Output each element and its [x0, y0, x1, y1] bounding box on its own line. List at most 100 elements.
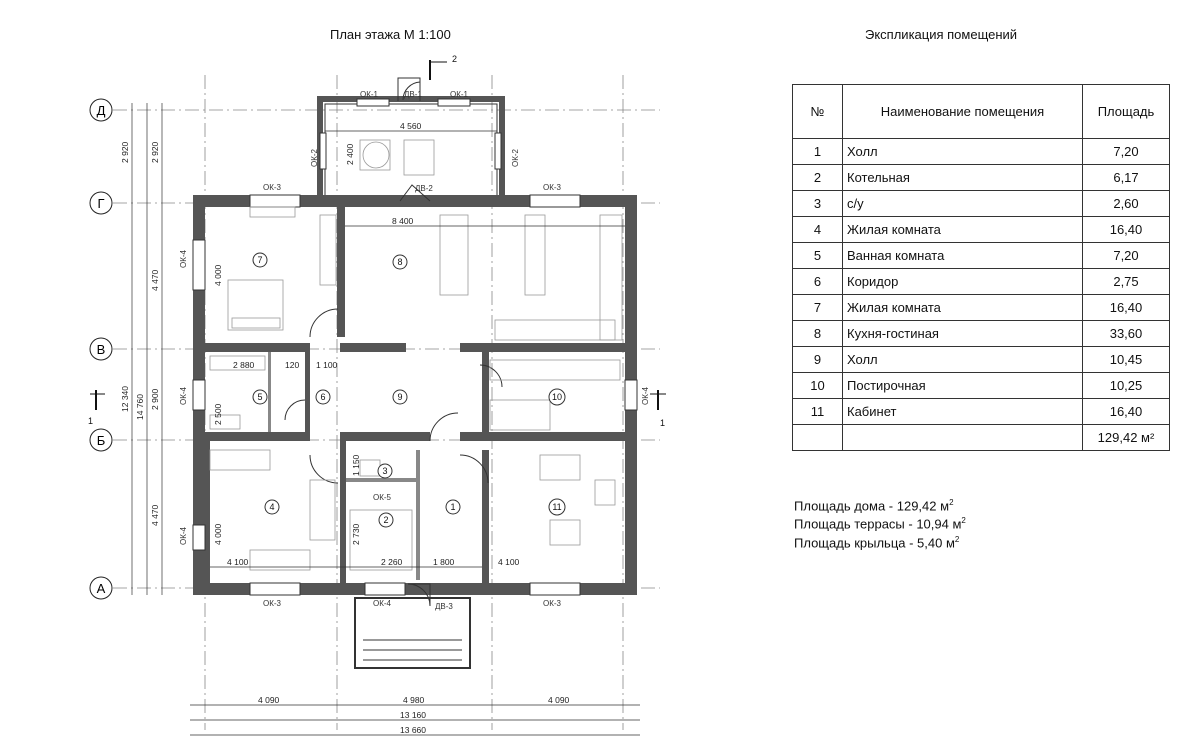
svg-text:1 150: 1 150 — [351, 454, 361, 476]
label-ok1-left: ОК-1 — [360, 90, 379, 99]
svg-text:4 090: 4 090 — [258, 695, 280, 705]
total-area: 129,42 м² — [1082, 424, 1170, 451]
svg-text:В: В — [97, 342, 106, 357]
svg-text:9: 9 — [397, 392, 402, 402]
label-ok4-right: ОК-4 — [641, 386, 650, 405]
svg-text:1 100: 1 100 — [316, 360, 338, 370]
svg-text:4 000: 4 000 — [213, 264, 223, 286]
label-dv2: ДВ-2 — [415, 184, 433, 193]
svg-text:13 160: 13 160 — [400, 710, 426, 720]
header-number: № — [792, 84, 843, 139]
header-room-name: Наименование помещения — [842, 84, 1083, 139]
axis-marker-b: Б — [89, 428, 113, 452]
room-label-1: 1 — [445, 499, 461, 515]
svg-text:4: 4 — [269, 502, 274, 512]
porch-area: Площадь крыльца - 5,40 м2 — [794, 534, 960, 550]
label-ok1-right: ОК-1 — [450, 90, 469, 99]
dimension-values: 4 090 4 980 4 090 13 160 13 660 2 920 2 … — [120, 141, 570, 735]
svg-text:2 900: 2 900 — [150, 388, 160, 410]
windows — [192, 98, 638, 596]
svg-text:14 760: 14 760 — [135, 394, 145, 420]
room-label-10: 10 — [548, 388, 566, 406]
label-ok2-left: ОК-2 — [310, 148, 319, 167]
label-ok3-top-left: ОК-3 — [263, 183, 282, 192]
svg-text:4 090: 4 090 — [548, 695, 570, 705]
plan-title: План этажа М 1:100 — [330, 27, 451, 42]
house-area: Площадь дома - 129,42 м2 — [794, 498, 954, 514]
area-summary: Площадь дома - 129,42 м2 Площадь террасы… — [794, 495, 966, 550]
svg-text:13 660: 13 660 — [400, 725, 426, 735]
room-label-3: 3 — [377, 463, 393, 479]
svg-text:12 340: 12 340 — [120, 386, 130, 412]
label-dv1: ДВ-1 — [404, 90, 422, 99]
svg-text:1: 1 — [450, 502, 455, 512]
svg-text:А: А — [97, 581, 106, 596]
svg-text:1 800: 1 800 — [433, 557, 455, 567]
svg-text:4 100: 4 100 — [227, 557, 249, 567]
svg-text:4 470: 4 470 — [150, 504, 160, 526]
room-label-6: 6 — [315, 389, 331, 405]
svg-text:4 000: 4 000 — [213, 523, 223, 545]
room-label-8: 8 — [392, 254, 408, 270]
svg-text:10: 10 — [552, 392, 562, 402]
dimension-chains — [131, 103, 640, 736]
label-ok4-bottom: ОК-4 — [373, 599, 392, 608]
label-ok4-left-2: ОК-4 — [179, 386, 188, 405]
room-label-7: 7 — [252, 252, 268, 268]
axis-markers: Д Г В Б А — [89, 98, 113, 600]
room-label-11: 11 — [548, 498, 566, 516]
room-label-5: 5 — [252, 389, 268, 405]
svg-text:3: 3 — [382, 466, 387, 476]
room-numbers: 7 8 5 6 9 10 3 4 2 1 11 — [252, 252, 566, 528]
svg-text:Г: Г — [97, 196, 104, 211]
svg-text:120: 120 — [285, 360, 299, 370]
svg-text:2 260: 2 260 — [381, 557, 403, 567]
doors — [284, 77, 503, 607]
label-ok3-bottom-right: ОК-3 — [543, 599, 562, 608]
svg-text:4 980: 4 980 — [403, 695, 425, 705]
svg-text:8 400: 8 400 — [392, 216, 414, 226]
svg-text:2 500: 2 500 — [213, 403, 223, 425]
label-ok5: ОК-5 — [373, 493, 392, 502]
furniture — [209, 139, 623, 571]
label-ok4-left-3: ОК-4 — [179, 526, 188, 545]
opening-labels: ОК-1 ОК-1 ДВ-1 ДВ-2 ДВ-3 ОК-3 ОК-3 ОК-3 … — [179, 90, 650, 611]
svg-text:7: 7 — [257, 255, 262, 265]
inner-partitions — [268, 352, 420, 580]
label-ok3-top-right: ОК-3 — [543, 183, 562, 192]
svg-text:2 880: 2 880 — [233, 360, 255, 370]
axis-marker-d: Д — [89, 98, 113, 122]
section-mark-right: 1 — [650, 390, 666, 428]
svg-text:2: 2 — [383, 515, 388, 525]
svg-text:5: 5 — [257, 392, 262, 402]
axis-marker-v: В — [89, 337, 113, 361]
label-ok4-left-1: ОК-4 — [179, 249, 188, 268]
header-area: Площадь — [1082, 84, 1170, 139]
svg-text:2 920: 2 920 — [120, 141, 130, 163]
table-header-row: № Наименование помещения Площадь — [792, 84, 1170, 139]
label-ok3-bottom-left: ОК-3 — [263, 599, 282, 608]
table-title: Экспликация помещений — [865, 27, 1018, 42]
axis-marker-g: Г — [89, 191, 113, 215]
label-dv3: ДВ-3 — [435, 602, 453, 611]
section-mark-left: 1 — [88, 390, 105, 426]
room-label-9: 9 — [392, 389, 408, 405]
section-mark-top: 2 — [429, 54, 457, 80]
axis-marker-a: А — [89, 576, 113, 600]
svg-text:8: 8 — [397, 257, 402, 267]
svg-text:2 730: 2 730 — [351, 523, 361, 545]
floor-plan: Д Г В Б А 2 1 1 — [88, 54, 666, 736]
svg-text:Б: Б — [97, 433, 106, 448]
room-label-2: 2 — [378, 512, 394, 528]
